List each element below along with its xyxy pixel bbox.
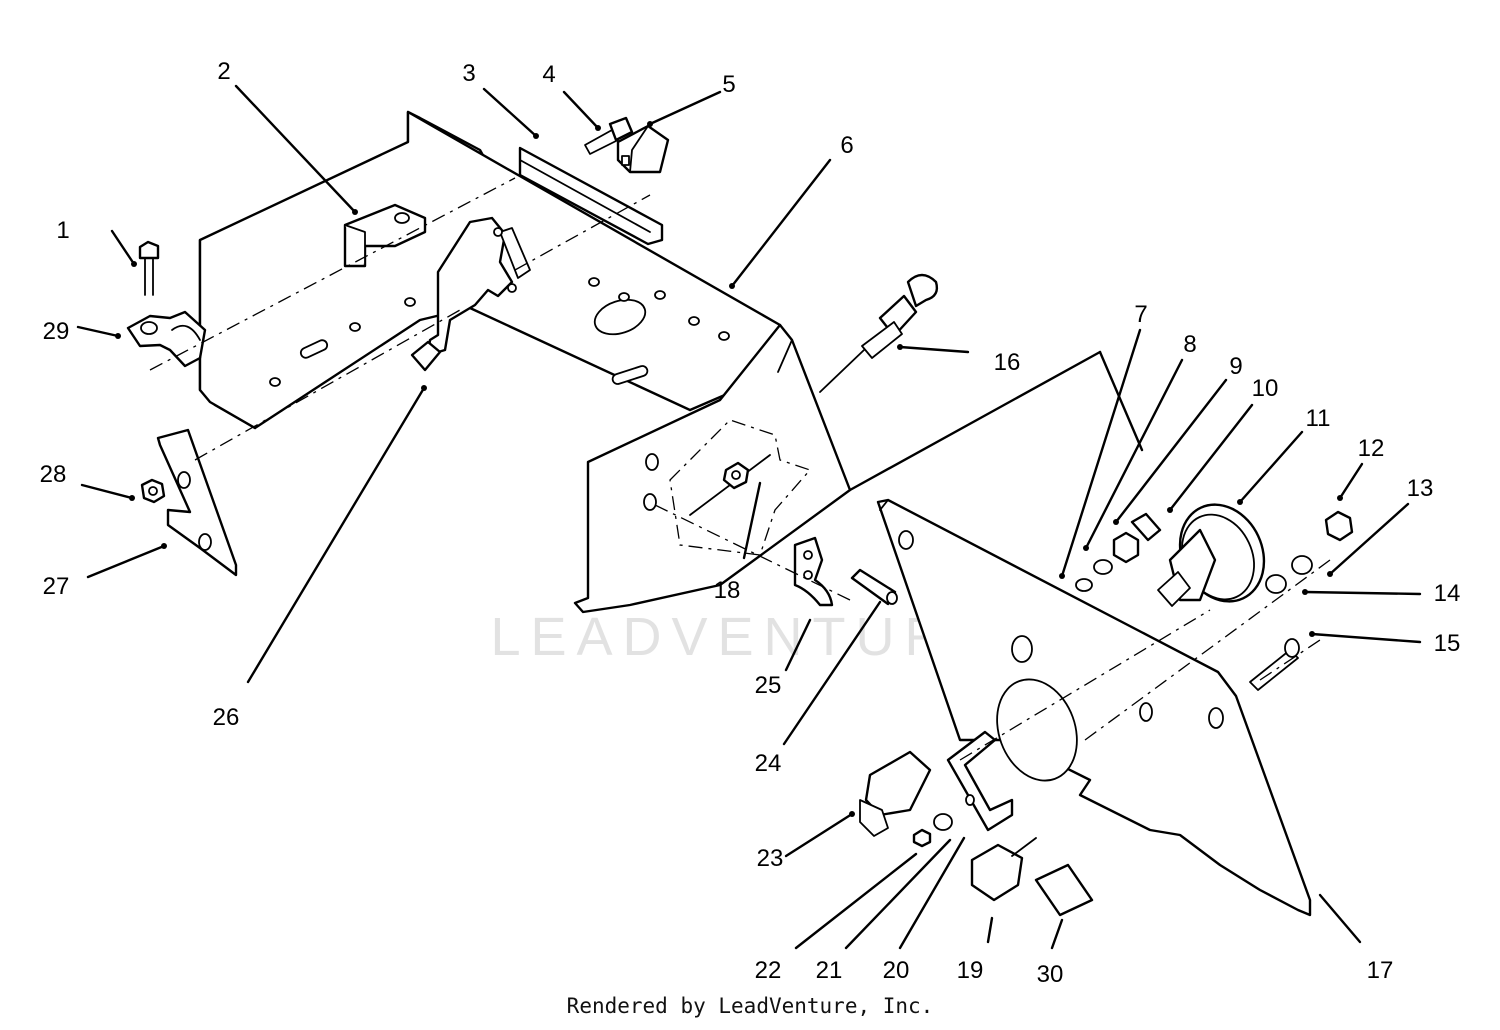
part-29-clamp xyxy=(126,310,207,368)
callout-24: 24 xyxy=(755,750,782,777)
part-22-nut xyxy=(912,828,932,848)
leader-end-dots xyxy=(115,121,1343,817)
part-27-strap xyxy=(156,428,238,577)
callout-30: 30 xyxy=(1037,961,1064,988)
leader-lines xyxy=(76,84,1422,950)
callout-9: 9 xyxy=(1229,353,1242,380)
callout-8: 8 xyxy=(1183,331,1196,358)
parts-12-15-hardware xyxy=(1249,510,1354,691)
callout-4: 4 xyxy=(542,61,555,88)
part-20-bracket xyxy=(946,730,1014,832)
part-18-screw xyxy=(689,454,771,516)
callout-26: 26 xyxy=(213,704,240,731)
callout-12: 12 xyxy=(1358,435,1385,462)
credit-footer: Rendered by LeadVenture, Inc. xyxy=(566,994,934,1018)
callout-22: 22 xyxy=(755,957,782,984)
callout-28: 28 xyxy=(40,461,67,488)
callout-6: 6 xyxy=(840,132,853,159)
callout-3: 3 xyxy=(462,60,475,87)
main-bracket xyxy=(198,110,852,614)
part-11-gauge xyxy=(1157,503,1266,607)
callout-7: 7 xyxy=(1134,301,1147,328)
callout-25: 25 xyxy=(755,672,782,699)
callout-11: 11 xyxy=(1306,405,1331,432)
callout-18: 18 xyxy=(714,577,741,604)
part-24-pin xyxy=(850,568,898,606)
parts-7-10-hardware xyxy=(1075,512,1162,592)
callout-20: 20 xyxy=(883,957,910,984)
part-23-keyswitch xyxy=(859,750,932,837)
callout-29: 29 xyxy=(43,318,70,345)
part-16-cable xyxy=(819,273,939,393)
callout-17: 17 xyxy=(1367,957,1394,984)
callout-5: 5 xyxy=(722,71,735,98)
callout-21: 21 xyxy=(816,957,843,984)
callout-19: 19 xyxy=(957,957,984,984)
callout-23: 23 xyxy=(757,845,784,872)
callout-10: 10 xyxy=(1252,375,1279,402)
callout-labels: 1 2 3 4 5 6 7 8 9 10 11 12 13 14 15 16 1… xyxy=(40,58,1461,988)
part-17-panel xyxy=(848,350,1312,917)
callout-2: 2 xyxy=(217,58,230,85)
part-25-clip xyxy=(793,536,834,607)
callout-13: 13 xyxy=(1407,475,1434,502)
part-21-washer xyxy=(933,813,953,831)
part-4-bolt xyxy=(584,116,634,155)
part-2-clip xyxy=(343,203,427,268)
callout-16: 16 xyxy=(994,349,1021,376)
center-lines xyxy=(149,177,1331,761)
part-3-channel xyxy=(518,146,664,246)
part-19-toggle-switch xyxy=(970,837,1037,902)
part-28-nut xyxy=(140,478,166,504)
part-30-decal xyxy=(1034,863,1094,917)
callout-27: 27 xyxy=(43,573,70,600)
callout-14: 14 xyxy=(1434,580,1461,607)
part-1-bolt xyxy=(138,240,160,296)
callout-15: 15 xyxy=(1434,630,1461,657)
callout-1: 1 xyxy=(56,217,69,244)
watermark-text: LEADVENTURE xyxy=(490,607,999,667)
